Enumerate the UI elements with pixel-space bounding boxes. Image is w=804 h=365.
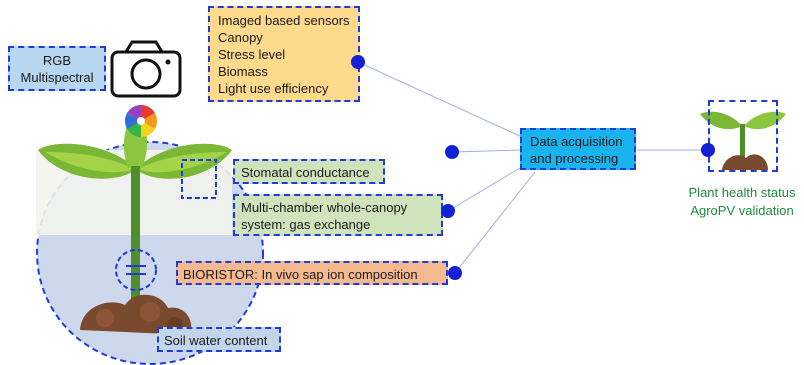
multichamber-line-1: Multi-chamber whole-canopy [241,200,408,215]
data-acquisition-box: Data acquisition and processing [520,128,636,170]
connector-dot-sensors [351,55,365,69]
line-bioristor-to-data [454,171,536,274]
rgb-label: RGB [42,53,72,68]
image-sensors-line-2: Canopy [218,30,263,45]
data-acquisition-line-1: Data acquisition [530,134,623,149]
leaf-sensor-marker [181,159,217,199]
soil-water-label: Soil water content [164,333,268,348]
image-sensors-line-3: Stress level [218,47,286,62]
bioristor-label: BIORISTOR: In vivo sap ion composition [183,267,418,282]
line-dot-to-data [451,149,521,153]
output-text: Plant health status AgroPV validation [680,184,804,220]
agropv-validation-label: AgroPV validation [690,203,794,218]
line-multichamber-to-data [447,167,521,212]
line-sensors-to-data [357,61,523,138]
sprout-icon [700,111,786,170]
plant-illustration [36,112,264,365]
plant-health-status-label: Plant health status [688,185,796,200]
connector-dot-output [701,143,715,157]
plant-icon [38,112,232,335]
camera-icon [110,40,182,98]
multichamber-box: Multi-chamber whole-canopy system: gas e… [233,194,443,236]
data-acquisition-line-2: and processing [530,151,619,166]
output-icon-frame [708,100,778,172]
color-wheel-icon [124,104,158,138]
soil-water-box: Soil water content [157,327,281,352]
stomatal-conductance-box: Stomatal conductance [233,159,385,184]
connector-dot-multichamber [441,204,455,218]
image-sensors-line-1: Imaged based sensors [218,13,350,28]
connector-dot-middle [445,145,459,159]
image-sensors-line-4: Biomass [218,64,268,79]
stomatal-conductance-label: Stomatal conductance [241,165,370,180]
connector-lines [357,61,708,274]
image-sensors-line-5: Light use efficiency [218,81,329,96]
image-sensors-box: Imaged based sensors Canopy Stress level… [208,6,360,102]
multichamber-line-2: system: gas exchange [241,217,371,232]
rgb-multispectral-box: RGB Multispectral [8,46,106,91]
multispectral-label: Multispectral [20,70,94,85]
connector-dot-bioristor [448,266,462,280]
bioristor-box: BIORISTOR: In vivo sap ion composition [176,261,448,285]
sensor-electrode-icon [115,249,157,291]
